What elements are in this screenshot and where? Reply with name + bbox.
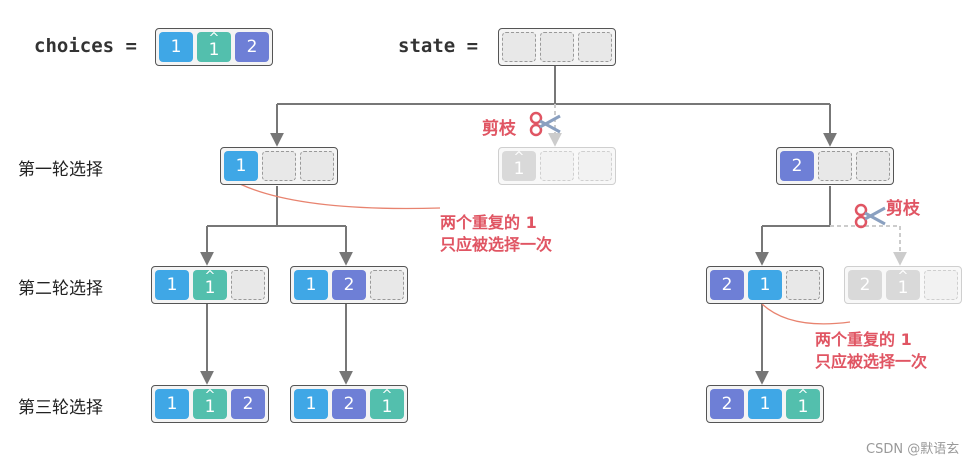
prune-note-2: 两个重复的 1 只应被选择一次 [815,329,927,373]
cell-value: 2 [332,270,366,300]
cell-value: 2 [332,389,366,419]
r1-node-1: 1 [220,147,338,185]
cell-empty [300,151,334,181]
r3-node-2: 121 [290,385,408,423]
r3-node-3: 211 [706,385,824,423]
cell-value: 2 [231,389,265,419]
round-label-1: 第一轮选择 [18,160,103,180]
scissors-icon [854,203,886,229]
scissors-icon [529,111,561,137]
prune-note-1: 两个重复的 1 只应被选择一次 [440,212,552,256]
note-curve-2 [761,303,851,325]
cell-value: 1 [786,389,820,419]
cell-value: 1 [294,270,328,300]
r1-node-3: 2 [776,147,894,185]
prune-note-1-line2: 只应被选择一次 [440,235,553,254]
cell-value: 2 [710,389,744,419]
cell-value: 1 [224,151,258,181]
state-array [498,28,616,66]
cell-empty [502,32,536,62]
cell-empty [578,151,612,181]
cell-value: 1 [193,270,227,300]
r2-node-1: 11 [151,266,269,304]
prune-note-1-line1: 两个重复的 1 [440,213,537,232]
edges-r1-left [200,186,353,266]
cell-value: 1 [886,270,920,300]
state-label: state = [398,35,479,57]
round-label-2: 第二轮选择 [18,279,103,299]
choices-array: 112 [155,28,273,66]
note-curve-1 [239,183,441,210]
watermark: CSDN @默语玄 [866,442,960,457]
round-label-3: 第三轮选择 [18,398,103,418]
cell-value: 1 [748,270,782,300]
cell-value: 1 [748,389,782,419]
cell-empty [262,151,296,181]
cell-empty [540,151,574,181]
prune-note-2-line1: 两个重复的 1 [815,330,912,349]
cell-value: 1 [159,32,193,62]
cell-value: 2 [235,32,269,62]
cell-value: 1 [155,270,189,300]
r2-node-4: 21 [844,266,962,304]
prune-label-1: 剪枝 [482,119,516,139]
cell-empty [856,151,890,181]
cell-value: 2 [710,270,744,300]
r3-node-1: 112 [151,385,269,423]
cell-empty [818,151,852,181]
cell-value: 2 [780,151,814,181]
edges-r1-right [755,186,831,266]
choices-label: choices = [34,35,137,57]
cell-value: 2 [848,270,882,300]
r1-node-2: 1 [498,147,616,185]
prune-label-2: 剪枝 [886,199,920,219]
edge-pruned-r2 [830,225,907,266]
cell-value: 1 [155,389,189,419]
cell-empty [231,270,265,300]
cell-value: 1 [370,389,404,419]
cell-value: 1 [294,389,328,419]
edges-r2 [200,304,769,385]
prune-note-2-line2: 只应被选择一次 [815,352,928,371]
cell-empty [786,270,820,300]
cell-empty [540,32,574,62]
cell-value: 1 [193,389,227,419]
edges-root [270,66,837,147]
cell-value: 1 [502,151,536,181]
cell-empty [370,270,404,300]
cell-empty [578,32,612,62]
cell-value: 1 [197,32,231,62]
cell-empty [924,270,958,300]
